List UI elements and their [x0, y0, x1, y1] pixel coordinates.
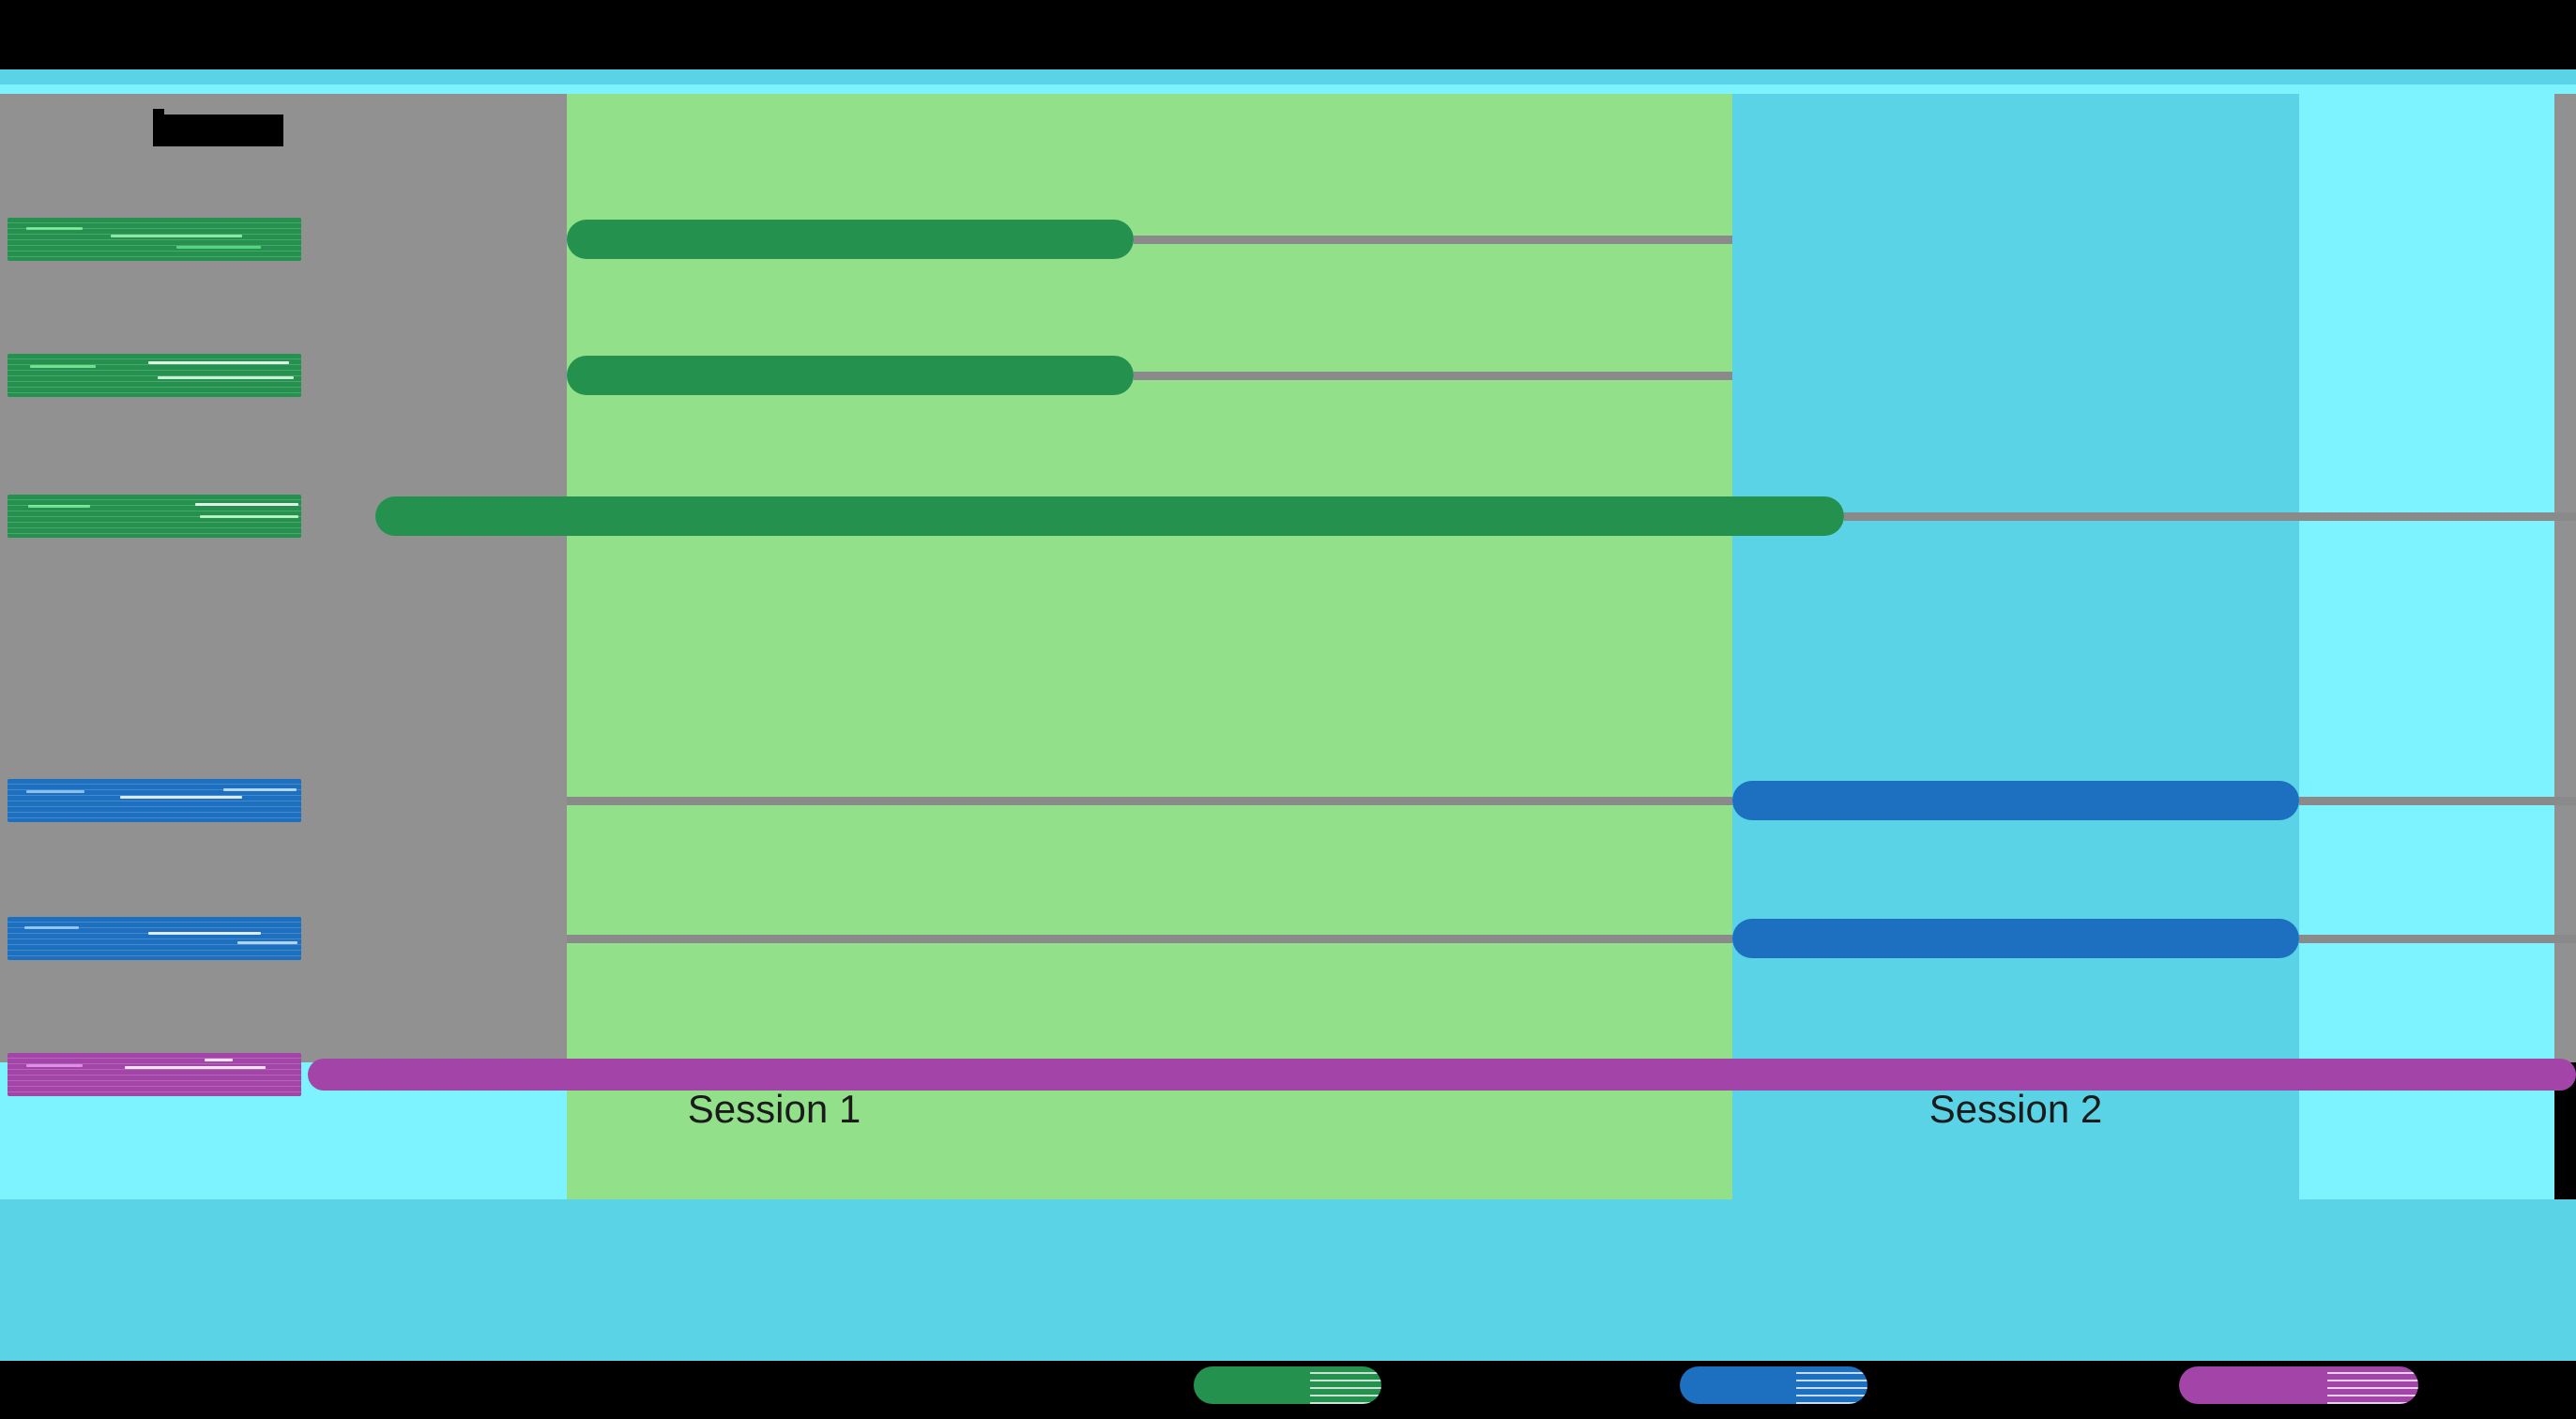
- session-2-label: Session 2: [1928, 1087, 2103, 1131]
- chart-title-redacted: [153, 109, 283, 146]
- bar-dataset-b2[interactable]: [1732, 919, 2299, 958]
- sidebar-item-dataset-b2[interactable]: [8, 917, 301, 960]
- plot-area: Session 1 Session 2: [0, 94, 2576, 1199]
- row-track: [567, 797, 1732, 805]
- bar-dataset-b1[interactable]: [1732, 781, 2299, 820]
- legend-hatch-b: [1796, 1366, 1867, 1404]
- footer-accent-band: [0, 1199, 2576, 1361]
- bar-dataset-a3[interactable]: [375, 496, 1844, 536]
- top-accent-strip-secondary: [0, 84, 2576, 94]
- plot-right-gutter: [2554, 94, 2576, 1062]
- sidebar-item-dataset-a1[interactable]: [8, 218, 301, 261]
- row-track-right: [2299, 935, 2576, 943]
- top-black-margin: [0, 0, 2576, 69]
- session-1-label: Session 1: [687, 1087, 861, 1131]
- row-track: [1844, 512, 2576, 521]
- legend-swatch-group-c[interactable]: [2179, 1366, 2418, 1404]
- row-track: [1134, 372, 1732, 380]
- legend: [0, 1361, 2576, 1419]
- chart-title-tail: [153, 109, 164, 115]
- session-band-2: Session 2: [1732, 94, 2299, 1199]
- sidebar-item-dataset-a3[interactable]: [8, 495, 301, 538]
- sidebar-item-dataset-a2[interactable]: [8, 354, 301, 397]
- top-accent-strip-primary: [0, 69, 2576, 84]
- sidebar-item-dataset-c[interactable]: [8, 1053, 301, 1096]
- row-track-right: [2299, 797, 2576, 805]
- legend-swatch-group-a[interactable]: [1194, 1366, 1381, 1404]
- session-band-3: [2299, 94, 2554, 1199]
- sidebar-item-dataset-b1[interactable]: [8, 779, 301, 822]
- row-track: [1134, 236, 1732, 244]
- bar-dataset-c[interactable]: [308, 1059, 2576, 1091]
- legend-swatch-group-b[interactable]: [1680, 1366, 1867, 1404]
- bar-dataset-a1[interactable]: [567, 220, 1134, 259]
- bar-dataset-a2[interactable]: [567, 356, 1134, 395]
- session-band-1: Session 1: [567, 94, 1732, 1199]
- legend-hatch-c: [2327, 1366, 2418, 1404]
- legend-hatch-a: [1310, 1366, 1381, 1404]
- row-track: [567, 935, 1732, 943]
